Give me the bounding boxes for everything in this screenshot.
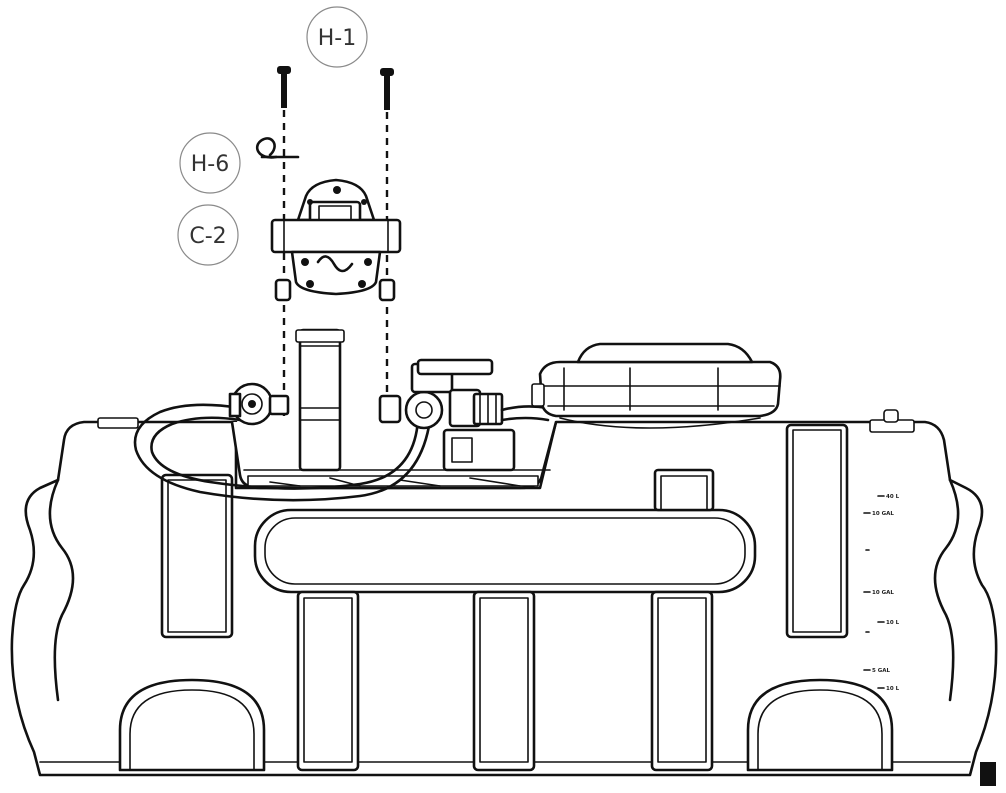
fill-tube bbox=[295, 328, 345, 472]
scale-mark: 5 GAL bbox=[863, 668, 891, 674]
scale-mark: 10 GAL bbox=[863, 511, 894, 517]
scale-mark: 10 L bbox=[877, 620, 900, 626]
scale-label: 5 GAL bbox=[872, 668, 891, 674]
valve-manifold bbox=[378, 358, 550, 472]
callout-c2: C-2 bbox=[177, 204, 239, 266]
callout-h6: H-6 bbox=[179, 132, 241, 194]
scale-label: 40 L bbox=[886, 494, 900, 500]
scale-mark: 10 GAL bbox=[863, 590, 894, 596]
callout-h1: H-1 bbox=[306, 6, 368, 68]
tank-body bbox=[10, 409, 998, 786]
inline-filter bbox=[228, 382, 290, 426]
scale-mark: 40 L bbox=[877, 494, 900, 500]
callout-h1-label: H-1 bbox=[318, 26, 356, 51]
bolt-right bbox=[380, 68, 394, 110]
pump-assembly bbox=[270, 178, 402, 302]
hitch-pin-clip bbox=[255, 137, 300, 159]
scale-label: 10 L bbox=[886, 620, 900, 626]
fill-level-scale: 40 L 10 GAL 10 GAL 10 L 5 GAL 10 L bbox=[863, 494, 900, 692]
hose bbox=[133, 403, 432, 502]
scale-mark: 10 L bbox=[877, 686, 900, 692]
tank-lid bbox=[531, 342, 782, 429]
callout-h6-label: H-6 bbox=[191, 152, 229, 177]
callout-c2-label: C-2 bbox=[189, 224, 226, 249]
bolt-left bbox=[277, 66, 291, 108]
scale-label: 10 GAL bbox=[872, 590, 894, 596]
scale-label: 10 L bbox=[886, 686, 900, 692]
scale-label: 10 GAL bbox=[872, 511, 894, 517]
